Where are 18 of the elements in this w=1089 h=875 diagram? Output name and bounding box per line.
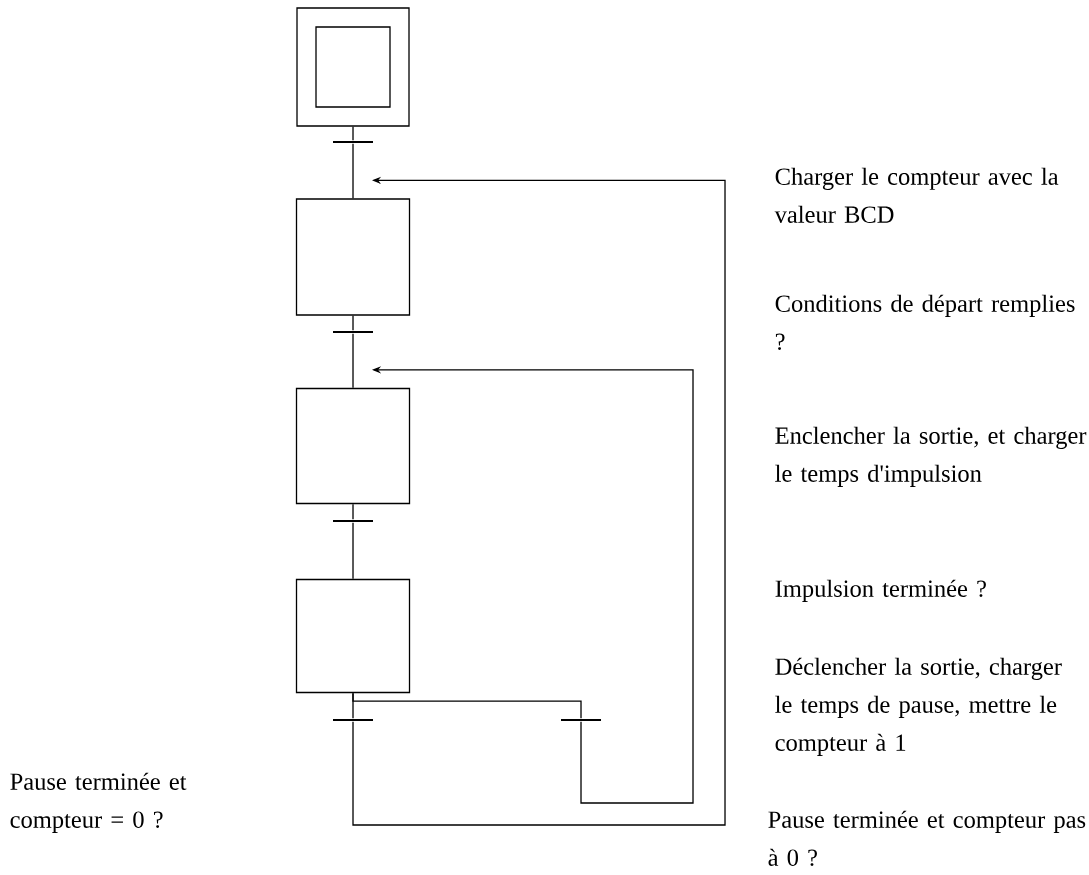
label-text: Pause terminée et compteur pas à 0 ? — [768, 810, 1086, 867]
label-text: Impulsion terminée ? — [775, 579, 986, 602]
link-line — [352, 503, 354, 520]
link-line — [352, 143, 354, 199]
label-text: Charger le compteur avec la valeur BCD — [774, 167, 1059, 223]
label-text: Enclencher la sortie, et charger le temps d'impulsion — [775, 426, 1087, 487]
link-line — [352, 333, 354, 389]
link-line — [352, 126, 354, 141]
branch-line — [352, 692, 582, 719]
step-box — [295, 198, 411, 316]
label-text: Conditions de départ remplies ? — [775, 294, 1075, 351]
initial-step-box — [296, 7, 410, 127]
step-box — [295, 387, 411, 505]
step-box — [295, 578, 411, 694]
label-text: Déclencher la sortie, charger le temps de pause, mettre le compteur à 1 — [775, 657, 1062, 756]
label-text: Pause terminée et compteur = 0 ? — [10, 772, 187, 833]
link-line — [352, 522, 354, 580]
link-line — [352, 315, 354, 331]
